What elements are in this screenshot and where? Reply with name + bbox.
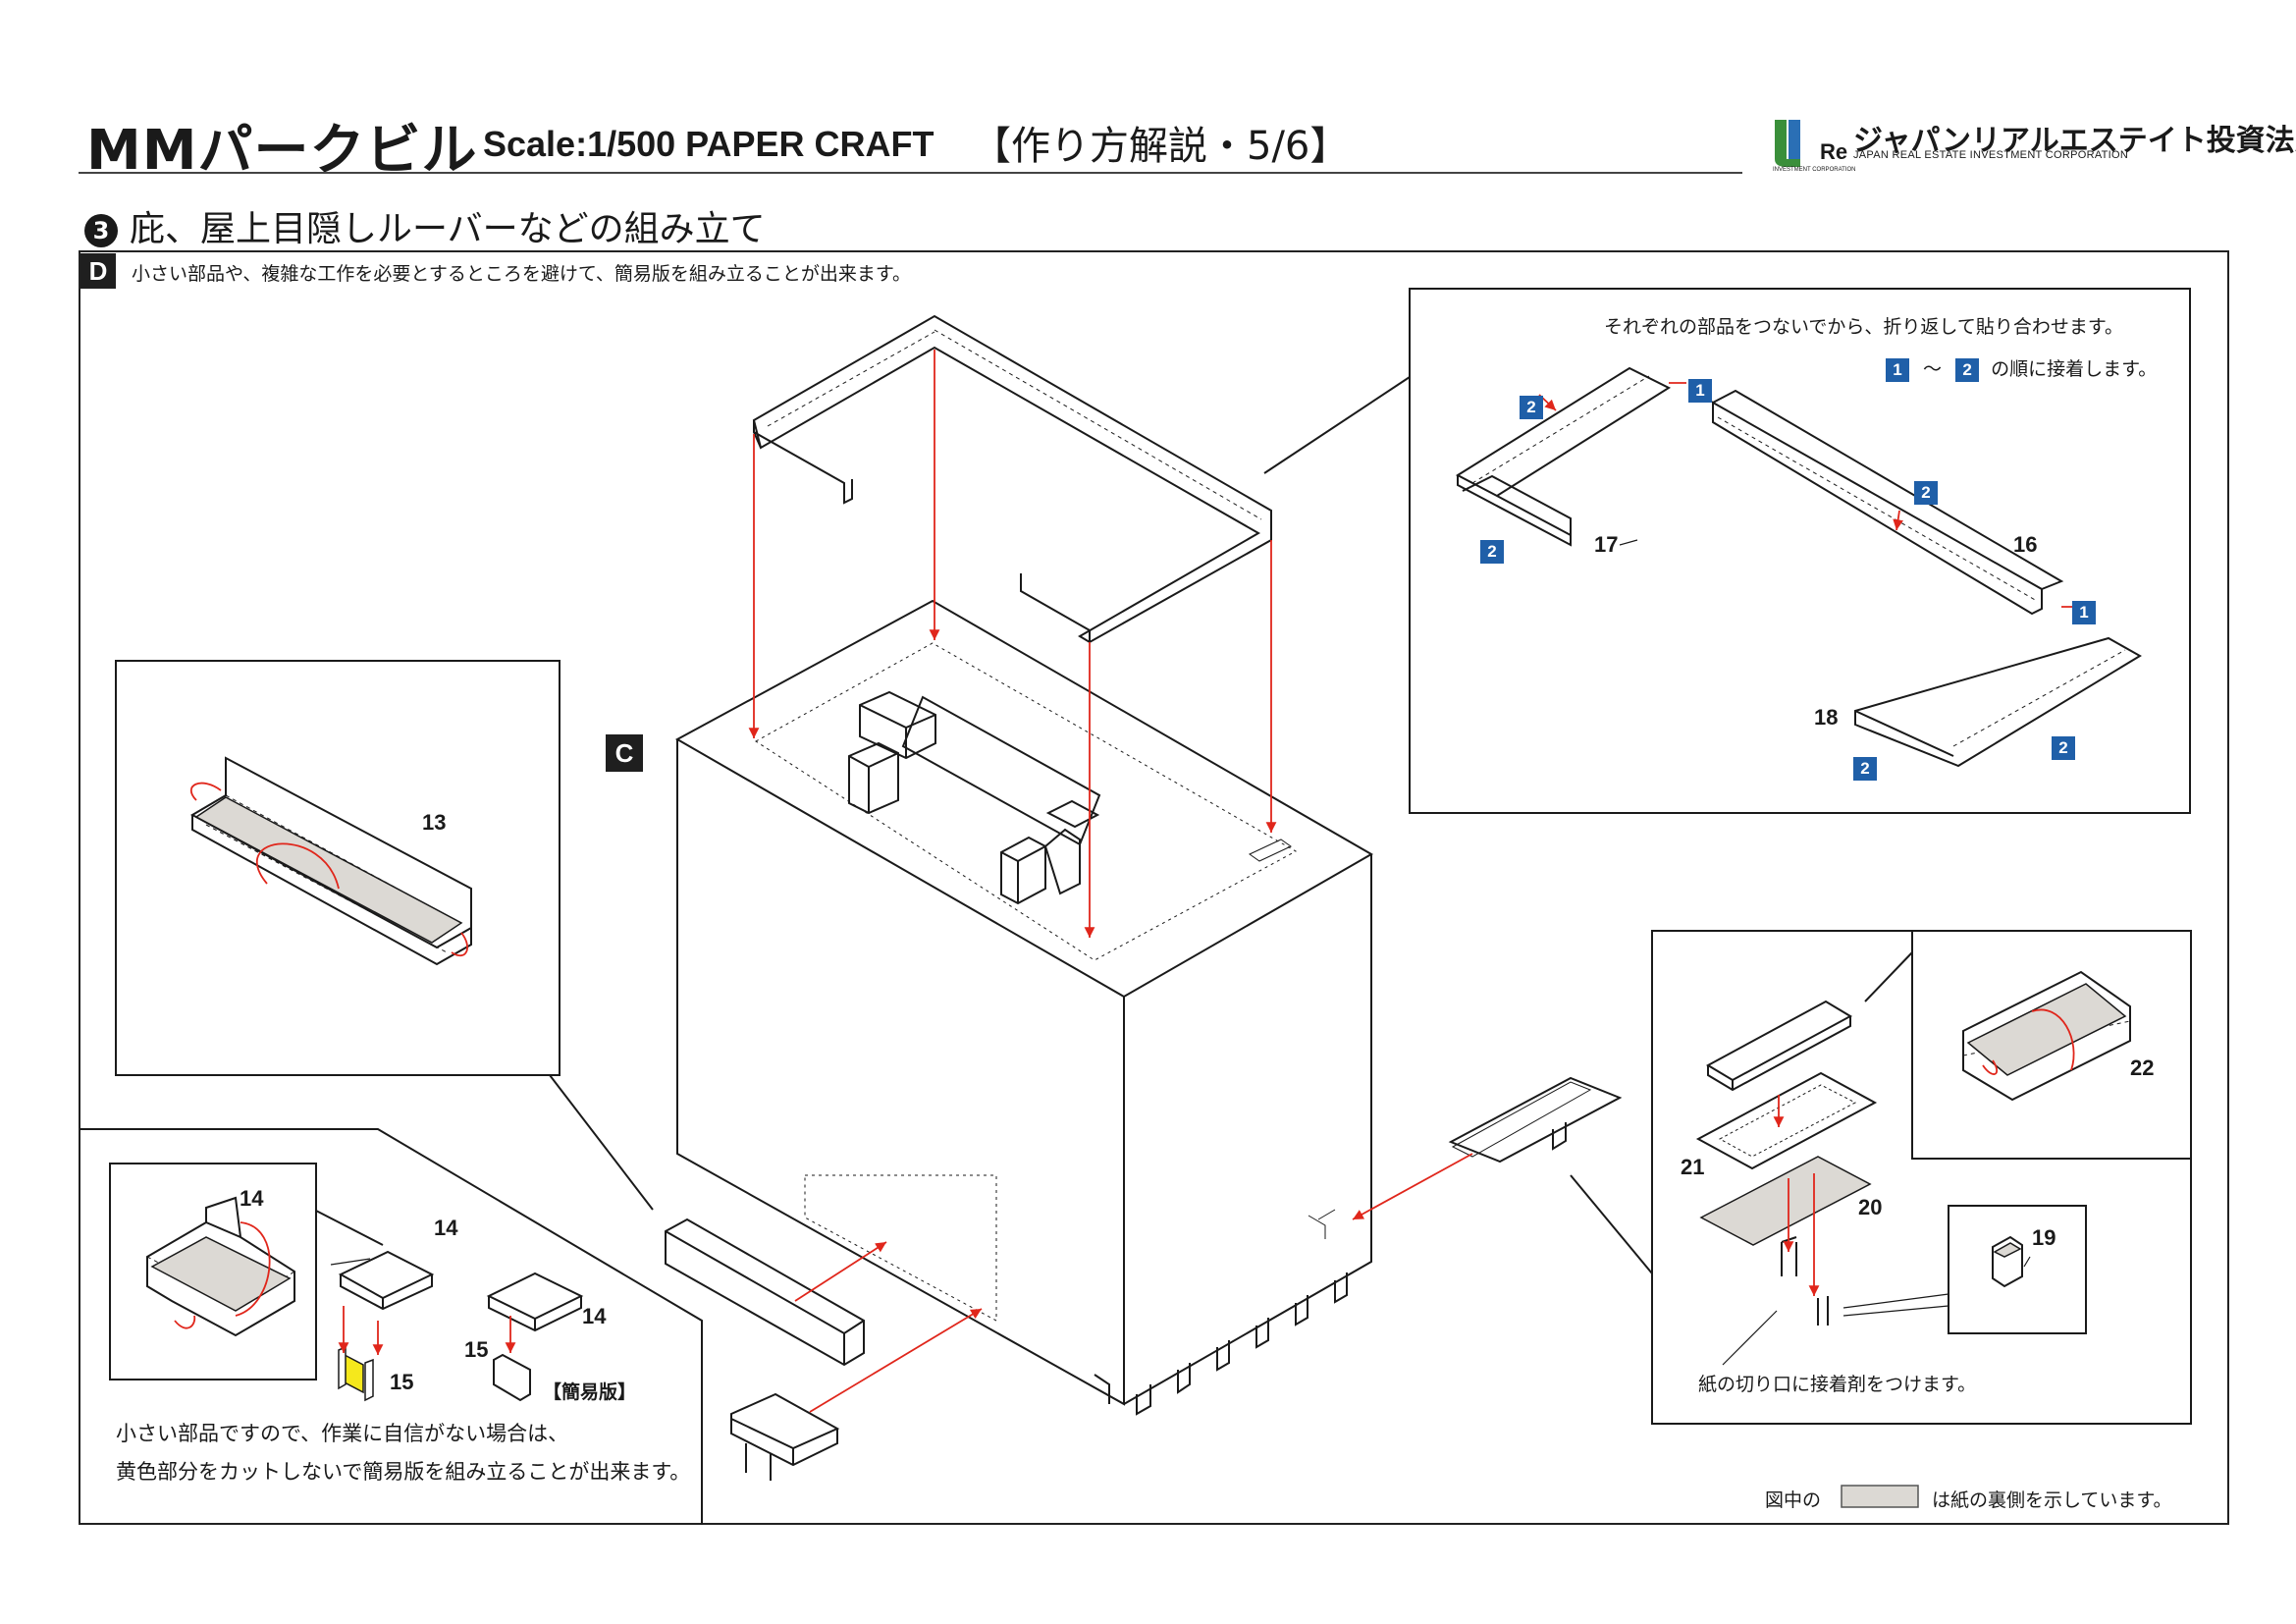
- step-label: 【作り方解説・5/6】: [972, 124, 1350, 169]
- logo-sub: INVESTMENT CORPORATION: [1773, 167, 1856, 173]
- logo-re: Re: [1820, 139, 1848, 164]
- part-label-16: 16: [2013, 532, 2038, 557]
- logo-name-jp: ジャパンリアルエステイト投資法人: [1853, 124, 2296, 158]
- part-label-14: 14: [582, 1304, 607, 1328]
- simple-version-label: 【簡易版】: [543, 1381, 637, 1403]
- part-label-15: 15: [390, 1370, 414, 1394]
- section-number: 3: [84, 214, 118, 247]
- order-badge-2: 2: [1955, 358, 1980, 382]
- detail-box-roof: [1409, 288, 2191, 814]
- step-badge: 2: [1914, 481, 1938, 505]
- part-label-20: 20: [1858, 1195, 1883, 1219]
- part-label-19: 19: [2032, 1225, 2056, 1250]
- part-label-14: 14: [240, 1186, 264, 1211]
- part-label-18: 18: [1814, 705, 1839, 730]
- part-label-15: 15: [464, 1337, 489, 1362]
- bottom-left-note-2: 黄色部分をカットしないで簡易版を組み立ることが出来ます。: [116, 1460, 691, 1484]
- main-frame: [79, 250, 2229, 1525]
- step-badge: 1: [2072, 601, 2096, 624]
- part-label-22: 22: [2130, 1056, 2155, 1080]
- scale-label: Scale:1/500 PAPER CRAFT: [483, 124, 934, 164]
- order-sep: 〜: [1923, 358, 1943, 380]
- step-badge: 1: [1688, 379, 1712, 403]
- panel-d-badge: D: [80, 253, 116, 289]
- part-22-back: [1966, 983, 2127, 1076]
- detail-box-13: [115, 660, 561, 1076]
- part-label-14: 14: [434, 1216, 458, 1240]
- panel-d-note: 小さい部品や、複雑な工作を必要とするところを避けて、簡易版を組み立ることが出来ま…: [132, 263, 912, 285]
- step-badge: 2: [2052, 736, 2075, 760]
- part-label-21: 21: [1681, 1155, 1705, 1179]
- panel-c-badge: C: [606, 734, 643, 772]
- header-rule: [79, 172, 1742, 174]
- part-label-13: 13: [422, 810, 447, 835]
- bottom-left-divider: [80, 1128, 703, 1525]
- step-badge: 2: [1853, 757, 1877, 781]
- glue-note: 紙の切り口に接着剤をつけます。: [1698, 1374, 1977, 1395]
- legend-swatch: [1841, 1485, 1919, 1508]
- detail-13-back: [194, 796, 463, 944]
- section-title: 庇、屋上目隠しルーバーなどの組み立て: [130, 209, 766, 249]
- order-tail: の順に接着します。: [1991, 358, 2158, 380]
- jre-logo-icon: [1775, 120, 1800, 167]
- yellow-highlight: [344, 1353, 364, 1394]
- detail-14-back: [150, 1236, 292, 1312]
- company-logo: Re ジャパンリアルエステイト投資法人 JAPAN REAL ESTATE IN…: [1773, 116, 2296, 175]
- step-badge: 2: [1520, 396, 1543, 419]
- step-badge: 2: [1480, 540, 1504, 564]
- detail-box-14: [109, 1163, 317, 1380]
- detail-box-20: [1651, 930, 2192, 1425]
- legend-suffix: は紙の裏側を示しています。: [1932, 1489, 2172, 1511]
- part-label-17: 17: [1594, 532, 1619, 557]
- logo-name-en: JAPAN REAL ESTATE INVESTMENT CORPORATION: [1853, 149, 2129, 161]
- legend-prefix: 図中の: [1765, 1489, 1822, 1511]
- order-badge-1: 1: [1886, 358, 1909, 382]
- section-heading: 3 庇、屋上目隠しルーバーなどの組み立て: [84, 200, 766, 251]
- roof-instruction: それぞれの部品をつないでから、折り返して貼り合わせます。: [1604, 316, 2123, 338]
- order-note: 1 〜 2 の順に接着します。: [1886, 354, 2157, 382]
- bottom-left-note-1: 小さい部品ですので、作業に自信がない場合は、: [116, 1422, 569, 1445]
- part-20-back: [1699, 1156, 1872, 1246]
- detail-box-19: [1948, 1205, 2087, 1334]
